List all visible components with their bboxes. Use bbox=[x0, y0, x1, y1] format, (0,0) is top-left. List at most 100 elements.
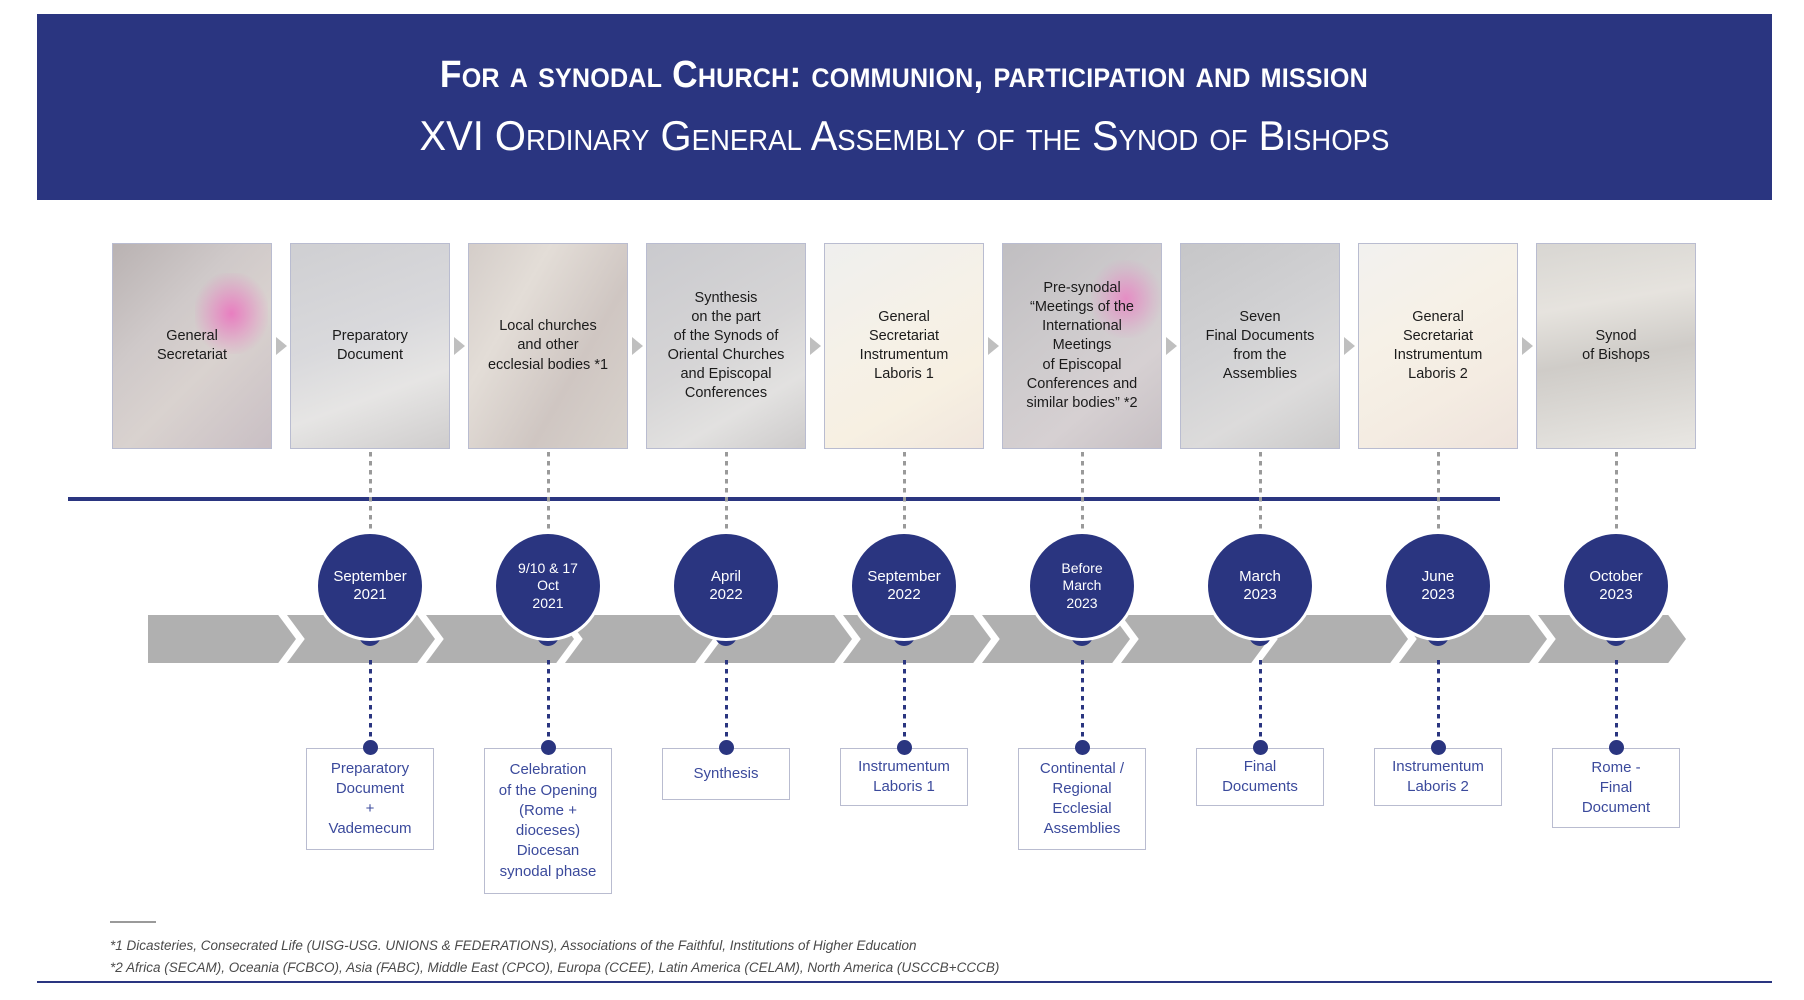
timeline-axis-line bbox=[68, 497, 1500, 501]
process-card-image bbox=[647, 244, 805, 448]
connector-dotted-upper bbox=[1258, 452, 1262, 538]
chevron-right-icon bbox=[631, 337, 643, 355]
process-card-image bbox=[1181, 244, 1339, 448]
left-edge-strip bbox=[34, 0, 37, 1000]
bubble-pin bbox=[715, 632, 737, 646]
footnotes: *1 Dicasteries, Consecrated Life (UISG-U… bbox=[110, 935, 1310, 979]
process-card-image bbox=[1537, 244, 1695, 448]
bubble-pin bbox=[1071, 632, 1093, 646]
connector-dotted-lower bbox=[546, 660, 550, 746]
title-banner: For a synodal Church: communion, partici… bbox=[36, 14, 1772, 200]
connector-dotted-upper bbox=[368, 452, 372, 538]
bubble-pin bbox=[1427, 632, 1449, 646]
page-title: For a synodal Church: communion, partici… bbox=[439, 54, 1368, 96]
process-arrow-3 bbox=[628, 243, 646, 449]
process-arrow-6 bbox=[1162, 243, 1180, 449]
connector-dotted-lower bbox=[368, 660, 372, 746]
process-card-image bbox=[113, 244, 271, 448]
footnote-1: *1 Dicasteries, Consecrated Life (UISG-U… bbox=[110, 938, 917, 953]
process-card-image bbox=[1003, 244, 1161, 448]
bubble-pin bbox=[893, 632, 915, 646]
connector-endpoint-dot bbox=[1075, 740, 1090, 755]
timeline-event-label: Synthesis bbox=[693, 764, 759, 782]
connector-endpoint-dot bbox=[897, 740, 912, 755]
connector-dotted-lower bbox=[724, 660, 728, 746]
connector-endpoint-dot bbox=[719, 740, 734, 755]
progress-chevron bbox=[704, 615, 852, 663]
progress-chevron bbox=[1538, 615, 1686, 663]
progress-chevron bbox=[565, 615, 713, 663]
progress-chevron bbox=[1121, 615, 1269, 663]
chevron-right-icon bbox=[987, 337, 999, 355]
connector-dotted-upper bbox=[1614, 452, 1618, 538]
chevron-right-icon bbox=[1521, 337, 1533, 355]
connector-endpoint-dot bbox=[541, 740, 556, 755]
chevron-right-icon bbox=[453, 337, 465, 355]
connector-endpoint-dot bbox=[1609, 740, 1624, 755]
timeline-event-box[interactable]: Synthesis bbox=[662, 748, 790, 800]
progress-chevron bbox=[1399, 615, 1547, 663]
progress-chevron bbox=[843, 615, 991, 663]
timeline-progress-strip bbox=[148, 615, 1686, 663]
connector-dotted-upper bbox=[902, 452, 906, 538]
chevron-right-icon bbox=[1343, 337, 1355, 355]
connector-dotted-lower bbox=[1080, 660, 1084, 746]
process-card-image bbox=[469, 244, 627, 448]
progress-chevron bbox=[982, 615, 1130, 663]
process-card-image bbox=[291, 244, 449, 448]
connector-dotted-lower bbox=[1258, 660, 1262, 746]
process-arrow-4 bbox=[806, 243, 824, 449]
footnote-2: *2 Africa (SECAM), Oceania (FCBCO), Asia… bbox=[110, 959, 1000, 975]
process-arrow-2 bbox=[450, 243, 468, 449]
connector-dotted-upper bbox=[724, 452, 728, 538]
chevron-right-icon bbox=[1165, 337, 1177, 355]
connector-endpoint-dot bbox=[363, 740, 378, 755]
connector-dotted-upper bbox=[1436, 452, 1440, 538]
connector-dotted-lower bbox=[902, 660, 906, 746]
process-arrow-1 bbox=[272, 243, 290, 449]
chevron-right-icon bbox=[275, 337, 287, 355]
connector-dotted-lower bbox=[1614, 660, 1618, 746]
page-subtitle: XVI Ordinary General Assembly of the Syn… bbox=[419, 111, 1389, 159]
